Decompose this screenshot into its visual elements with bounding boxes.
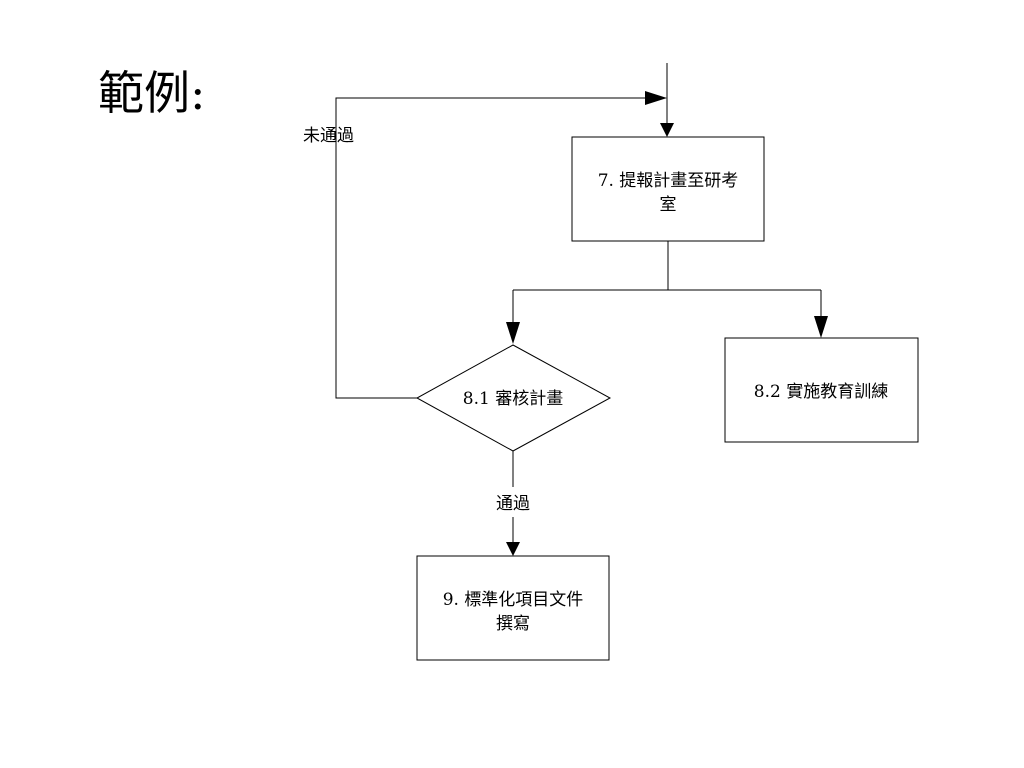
step7-label-line2: 室 xyxy=(660,195,677,215)
pass-label: 通過 xyxy=(496,494,530,514)
step8-2-label: 8.2 實施教育訓練 xyxy=(754,382,888,402)
step8-2-box xyxy=(724,337,919,443)
entry-arrowhead xyxy=(660,123,674,137)
step7-box xyxy=(571,136,765,242)
slide-title: 範例: xyxy=(98,66,206,120)
step9-label-line1: 9. 標準化項目文件 xyxy=(443,590,584,610)
fail-loop-line xyxy=(335,97,645,399)
step7-label-line1: 7. 提報計畫至研考 xyxy=(598,171,739,191)
fail-loop-arrowhead xyxy=(645,91,667,105)
branch-left-arrowhead xyxy=(506,322,520,344)
step8-1-label: 8.1 審核計畫 xyxy=(463,389,563,409)
step9-box xyxy=(416,555,610,661)
fail-label: 未通過 xyxy=(303,126,354,146)
branch-right-arrowhead xyxy=(814,316,828,338)
pass-arrowhead xyxy=(506,542,520,556)
step9-label-line2: 撰寫 xyxy=(496,614,530,634)
